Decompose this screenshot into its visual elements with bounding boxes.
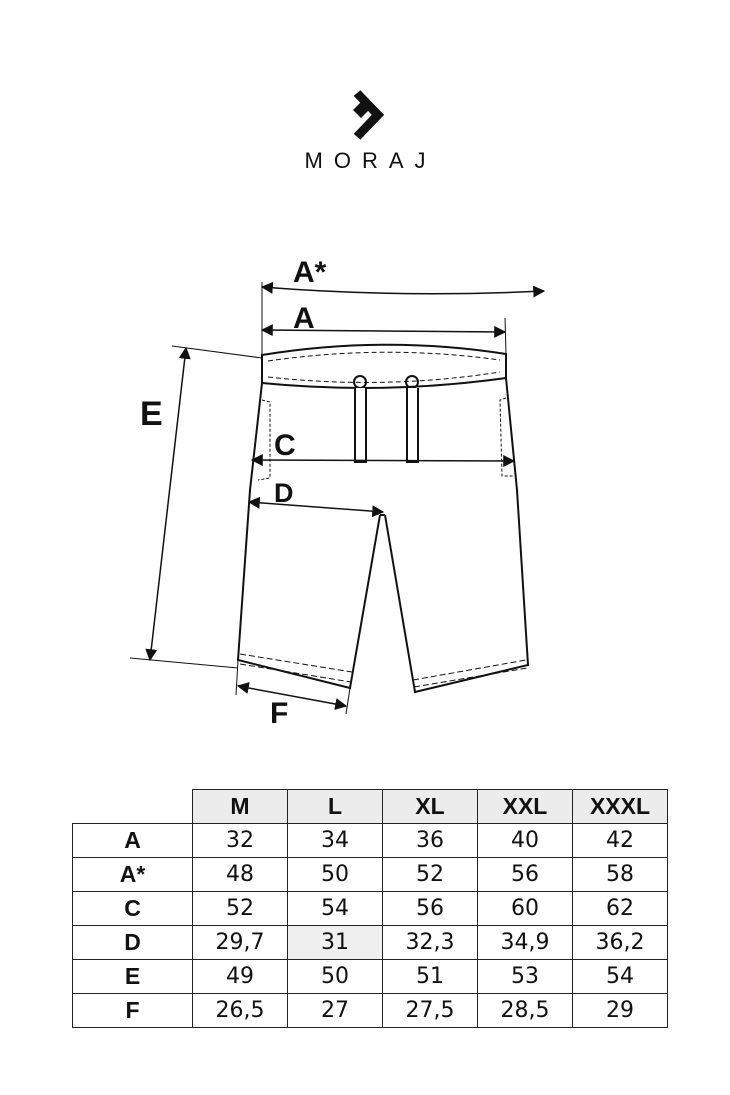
- table-cell: 36: [382, 823, 478, 858]
- table-cell: 50: [287, 857, 383, 892]
- label-e: E: [140, 395, 163, 433]
- table-row: E 49 50 51 53 54: [72, 959, 668, 994]
- table-row: D 29,7 31 32,3 34,9 36,2: [72, 925, 668, 960]
- size-header: L: [287, 789, 383, 824]
- shorts-outline: [236, 343, 530, 694]
- table-cell: 28,5: [477, 993, 573, 1028]
- table-cell: 34,9: [477, 925, 573, 960]
- table-cell: 58: [572, 857, 668, 892]
- brand-logo: MORAJ: [0, 90, 730, 174]
- table-cell: 50: [287, 959, 383, 994]
- table-row: A 32 34 36 40 42: [72, 823, 668, 858]
- row-label: A*: [72, 857, 193, 892]
- table-cell: 34: [287, 823, 383, 858]
- table-cell: 54: [287, 891, 383, 926]
- table-cell: 60: [477, 891, 573, 926]
- brand-mark-icon: [353, 90, 385, 140]
- table-row: A* 48 50 52 56 58: [72, 857, 668, 892]
- table-corner: [73, 790, 193, 824]
- row-label: C: [72, 891, 193, 926]
- table-row: C 52 54 56 60 62: [72, 891, 668, 926]
- size-table: M L XL XXL XXXL A 32 34 36 40 42 A* 48 5…: [72, 789, 668, 1028]
- label-a-star: A*: [293, 256, 327, 289]
- measure-lines: [129, 281, 546, 715]
- table-cell: 51: [382, 959, 478, 994]
- label-c: C: [274, 429, 296, 462]
- table-cell: 29,7: [192, 925, 288, 960]
- table-cell: 36,2: [572, 925, 668, 960]
- table-cell: 27: [287, 993, 383, 1028]
- row-label: D: [72, 925, 193, 960]
- label-a: A: [293, 302, 315, 335]
- table-cell: 56: [477, 857, 573, 892]
- size-header: XXXL: [572, 789, 668, 824]
- table-cell: 27,5: [382, 993, 478, 1028]
- label-d: D: [274, 478, 294, 508]
- table-cell: 62: [572, 891, 668, 926]
- table-cell: 52: [382, 857, 478, 892]
- row-label: F: [72, 993, 193, 1028]
- size-header: XL: [382, 789, 478, 824]
- table-cell: 29: [572, 993, 668, 1028]
- size-header-row: M L XL XXL XXXL: [73, 789, 668, 824]
- table-row: F 26,5 27 27,5 28,5 29: [72, 993, 668, 1028]
- table-cell: 49: [192, 959, 288, 994]
- table-cell: 31: [287, 925, 383, 960]
- shorts-diagram: A* A C D E F: [129, 256, 546, 730]
- table-cell: 40: [477, 823, 573, 858]
- table-cell: 54: [572, 959, 668, 994]
- table-cell: 53: [477, 959, 573, 994]
- table-cell: 32: [192, 823, 288, 858]
- table-cell: 42: [572, 823, 668, 858]
- table-cell: 26,5: [192, 993, 288, 1028]
- table-cell: 56: [382, 891, 478, 926]
- label-f: F: [270, 697, 288, 730]
- size-header: XXL: [477, 789, 573, 824]
- row-label: A: [72, 823, 193, 858]
- brand-name: MORAJ: [304, 148, 437, 173]
- table-cell: 48: [192, 857, 288, 892]
- table-cell: 32,3: [382, 925, 478, 960]
- table-cell: 52: [192, 891, 288, 926]
- row-label: E: [72, 959, 193, 994]
- size-header: M: [192, 789, 288, 824]
